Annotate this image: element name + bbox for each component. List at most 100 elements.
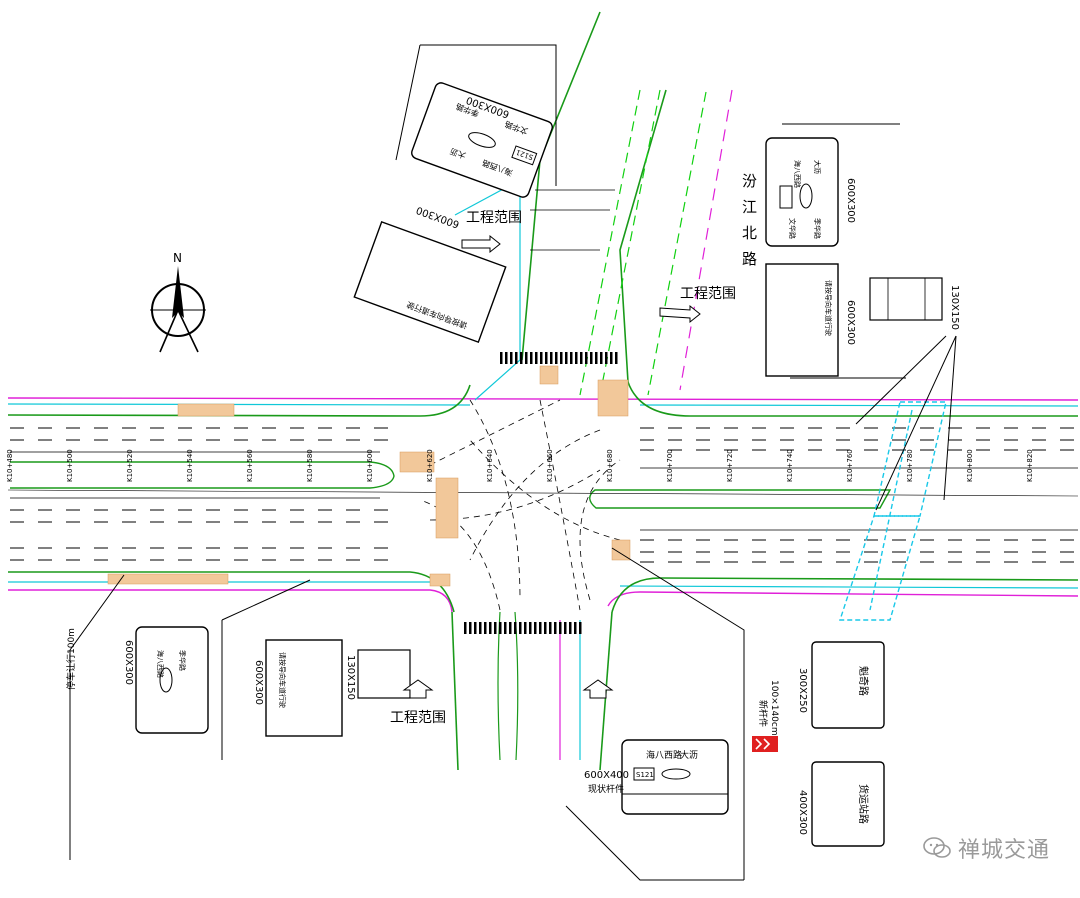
crosswalk-stripe	[534, 622, 537, 634]
wechat-icon	[923, 837, 951, 858]
scope-label-east: 工程范围	[680, 285, 736, 302]
scope-label-south: 工程范围	[390, 709, 446, 726]
scope-marker-south-right	[582, 679, 614, 699]
chainage-label: K10+540	[186, 449, 194, 482]
svg-text:文华路: 文华路	[788, 218, 797, 239]
svg-text:季华路: 季华路	[813, 218, 822, 239]
size-label-right-top: 300X250	[797, 668, 808, 713]
crosswalk-stripe	[520, 352, 523, 364]
crosswalk-stripe	[560, 352, 563, 364]
svg-text:海八西路: 海八西路	[646, 749, 682, 761]
svg-text:北: 北	[742, 224, 757, 242]
crosswalk-stripe	[479, 622, 482, 634]
crosswalk-stripe	[524, 622, 527, 634]
sign-right-bottom: 货运站路	[811, 761, 885, 847]
chainage-label: K10+820	[1026, 449, 1034, 482]
north-arrow-compass: N	[150, 251, 206, 353]
crosswalk-stripe	[499, 622, 502, 634]
chainage-label: K10+800	[966, 449, 974, 482]
note-parking: 停车让行100m	[65, 628, 77, 690]
note-pole: 100×140cm	[769, 680, 779, 736]
crosswalk-stripe	[535, 352, 538, 364]
scope-marker-east	[659, 304, 701, 324]
crosswalk-stripe	[565, 352, 568, 364]
svg-text:海八西路: 海八西路	[793, 160, 802, 188]
size-label-ne-small: 130X150	[949, 285, 960, 330]
crosswalk-stripe	[559, 622, 562, 634]
crosswalk-stripe	[540, 352, 543, 364]
crosswalk-stripe	[580, 352, 583, 364]
crosswalk-stripe	[525, 352, 528, 364]
crosswalk-stripe	[569, 622, 572, 634]
crosswalk-stripe	[469, 622, 472, 634]
crosswalk-stripe	[544, 622, 547, 634]
crosswalk-stripe	[505, 352, 508, 364]
note-new-arm: 新杆件	[757, 700, 769, 727]
crosswalk-stripe	[615, 352, 618, 364]
size-label-sw-guide: 600X300	[123, 640, 134, 685]
crosswalk-stripe	[489, 622, 492, 634]
crosswalk-stripe	[554, 622, 557, 634]
chainage-label: K10+680	[606, 449, 614, 482]
size-label-south-guide: 600X400	[584, 770, 629, 781]
svg-text:路: 路	[742, 250, 757, 268]
crosswalk-stripe	[555, 352, 558, 364]
crosswalk-stripe	[595, 352, 598, 364]
chainage-label: K10+660	[546, 449, 554, 482]
svg-text:汾: 汾	[742, 172, 757, 190]
crosswalk-stripe	[585, 352, 588, 364]
red-chevron-sign	[752, 736, 778, 752]
sign-guide-sw: 海八西路 季华路	[135, 626, 209, 734]
sign-right-top: 魁奇路	[811, 641, 885, 729]
svg-text:请按导向车道行驶: 请按导向车道行驶	[824, 280, 833, 336]
crosswalk-stripe	[484, 622, 487, 634]
size-label-right-bottom: 400X300	[797, 790, 808, 835]
sign-small-ne	[869, 277, 943, 321]
chainage-label: K10+600	[366, 449, 374, 482]
crosswalk-stripe	[519, 622, 522, 634]
crosswalk-stripe	[610, 352, 613, 364]
crosswalk-stripe	[574, 622, 577, 634]
svg-text:大沥: 大沥	[813, 160, 822, 174]
crosswalk-stripe	[474, 622, 477, 634]
construction-zone	[839, 401, 947, 621]
north-road	[454, 11, 733, 401]
crosswalk-stripe	[605, 352, 608, 364]
crosswalk-stripe	[464, 622, 467, 634]
chainage-label: K10+620	[426, 449, 434, 482]
size-label-sw-small: 130X150	[345, 655, 356, 700]
crosswalk-stripe	[570, 352, 573, 364]
crosswalk-stripe	[564, 622, 567, 634]
crosswalk-stripe	[539, 622, 542, 634]
crosswalk-stripe	[575, 352, 578, 364]
sign-guide-north: 海八西路 大沥 S121 文华路 季华路	[411, 82, 553, 198]
svg-text:N: N	[173, 251, 182, 265]
chainage-label: K10+560	[246, 449, 254, 482]
crosswalk-stripe	[504, 622, 507, 634]
lane-dashes	[10, 427, 1074, 563]
chainage-label: K10+500	[66, 449, 74, 482]
turning-paths	[419, 399, 621, 611]
watermark-text: 禅城交通	[957, 838, 1050, 863]
chainage-label: K10+720	[726, 449, 734, 482]
chainage-label: K10+700	[666, 449, 674, 482]
crosswalk-stripe	[590, 352, 593, 364]
existing-sign-note: 现状杆件	[588, 783, 624, 795]
svg-text:魁奇路: 魁奇路	[857, 666, 870, 696]
crosswalk-stripe	[529, 622, 532, 634]
crosswalk-stripe	[545, 352, 548, 364]
chainage-label: K10+760	[846, 449, 854, 482]
svg-text:S121: S121	[636, 771, 654, 779]
crosswalk-stripe	[600, 352, 603, 364]
sign-lane-ne: 请按导向车道行驶	[765, 263, 839, 377]
size-label-ne-lane: 600X300	[845, 300, 856, 345]
crosswalk-stripe	[494, 622, 497, 634]
svg-text:货运站路: 货运站路	[857, 784, 870, 824]
svg-text:海八西路: 海八西路	[156, 650, 165, 678]
crosswalk-stripe	[510, 352, 513, 364]
chainage-label: K10+640	[486, 449, 494, 482]
south-road	[451, 611, 613, 771]
sign-small-sw	[357, 649, 411, 699]
size-label-ne-guide: 600X300	[845, 178, 856, 223]
crosswalk-stripe	[579, 622, 582, 634]
